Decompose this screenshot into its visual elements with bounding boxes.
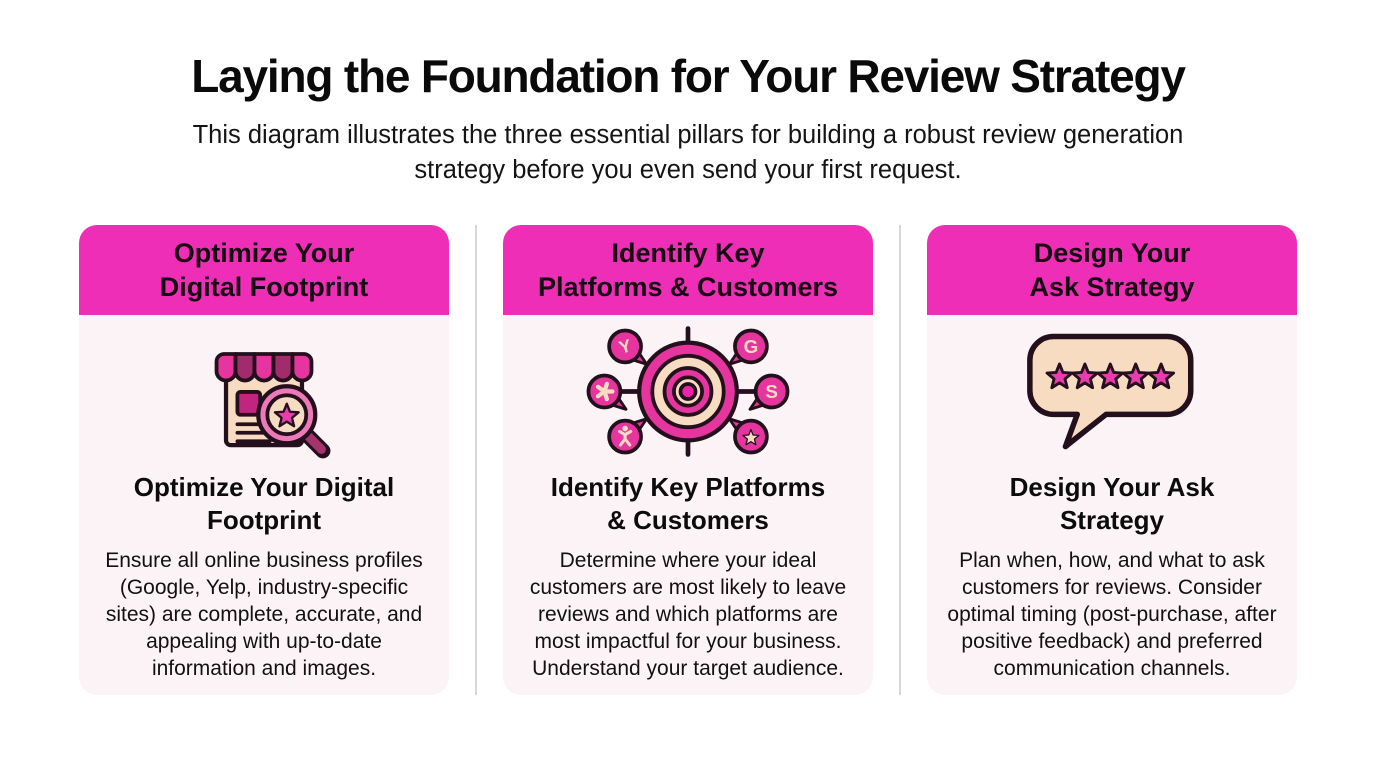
- card-heading-line1: Identify Key Platforms: [550, 472, 826, 503]
- card-header-platforms-customers: Identify Key Platforms & Customers: [503, 225, 873, 316]
- platform-badge-s: S: [748, 373, 790, 411]
- card-digital-footprint: Optimize Your Digital Footprint: [79, 225, 449, 696]
- badge-letter-g: G: [744, 336, 759, 357]
- card-heading-digital-footprint: Optimize Your Digital Footprint: [79, 471, 449, 537]
- card-header-line1: Optimize Your: [173, 237, 355, 268]
- page-subtitle-line2: strategy before you even send your first…: [414, 156, 962, 185]
- card-header-line2: Digital Footprint: [159, 272, 369, 303]
- card-heading-line1: Optimize Your Digital: [133, 472, 395, 503]
- page-subtitle: This diagram illustrates the three essen…: [128, 118, 1248, 188]
- card-ask-strategy: Design Your Ask Strategy Design Your Ask: [927, 225, 1297, 696]
- column-divider: [899, 225, 901, 696]
- target-platforms-icon: Y G: [586, 325, 790, 457]
- platform-badge-star: [727, 416, 769, 455]
- card-header-line2: Platforms & Customers: [537, 272, 839, 303]
- pillars-row: Optimize Your Digital Footprint: [0, 225, 1376, 696]
- platform-badge-burst: [586, 373, 628, 411]
- column-divider: [475, 225, 477, 696]
- person-glyph: [617, 425, 633, 447]
- card-description-ask-strategy: Plan when, how, and what to ask customer…: [947, 548, 1277, 680]
- card-icon-area: [927, 315, 1297, 467]
- platform-badge-yelp-y: Y: [607, 328, 649, 366]
- storefront-search-icon: [214, 352, 331, 459]
- card-heading-line1: Design Your Ask: [1009, 472, 1215, 503]
- burst-petals: [595, 381, 615, 401]
- magnifier-with-star: [256, 384, 331, 459]
- card-heading-ask-strategy: Design Your Ask Strategy: [927, 471, 1297, 537]
- card-header-line2: Ask Strategy: [1029, 272, 1195, 303]
- card-header-digital-footprint: Optimize Your Digital Footprint: [79, 225, 449, 316]
- card-header-line1: Design Your: [1033, 237, 1191, 268]
- card-header-line1: Identify Key: [611, 237, 765, 268]
- card-heading-line2: & Customers: [607, 504, 769, 535]
- review-bubble-stars-icon: [1027, 333, 1194, 449]
- page-subtitle-line1: This diagram illustrates the three essen…: [192, 121, 1184, 150]
- card-description-platforms-customers: Determine where your ideal customers are…: [529, 548, 847, 680]
- badge-letter-s: S: [765, 381, 778, 402]
- storefront-awning: [214, 352, 314, 383]
- card-icon-area: [79, 315, 449, 467]
- card-heading-line2: Strategy: [1059, 504, 1165, 535]
- platform-badge-google-g: G: [727, 328, 769, 366]
- badge-letter-y: Y: [617, 335, 634, 357]
- platform-badge-person: [607, 416, 649, 455]
- card-header-ask-strategy: Design Your Ask Strategy: [927, 225, 1297, 316]
- card-icon-area: Y G: [503, 315, 873, 467]
- card-heading-platforms-customers: Identify Key Platforms & Customers: [503, 471, 873, 537]
- page-title: Laying the Foundation for Your Review St…: [191, 50, 1186, 102]
- target-bullseye: [637, 340, 739, 443]
- card-platforms-customers: Identify Key Platforms & Customers: [503, 225, 873, 696]
- card-heading-line2: Footprint: [206, 504, 322, 535]
- card-description-digital-footprint: Ensure all online business profiles (Goo…: [105, 548, 423, 680]
